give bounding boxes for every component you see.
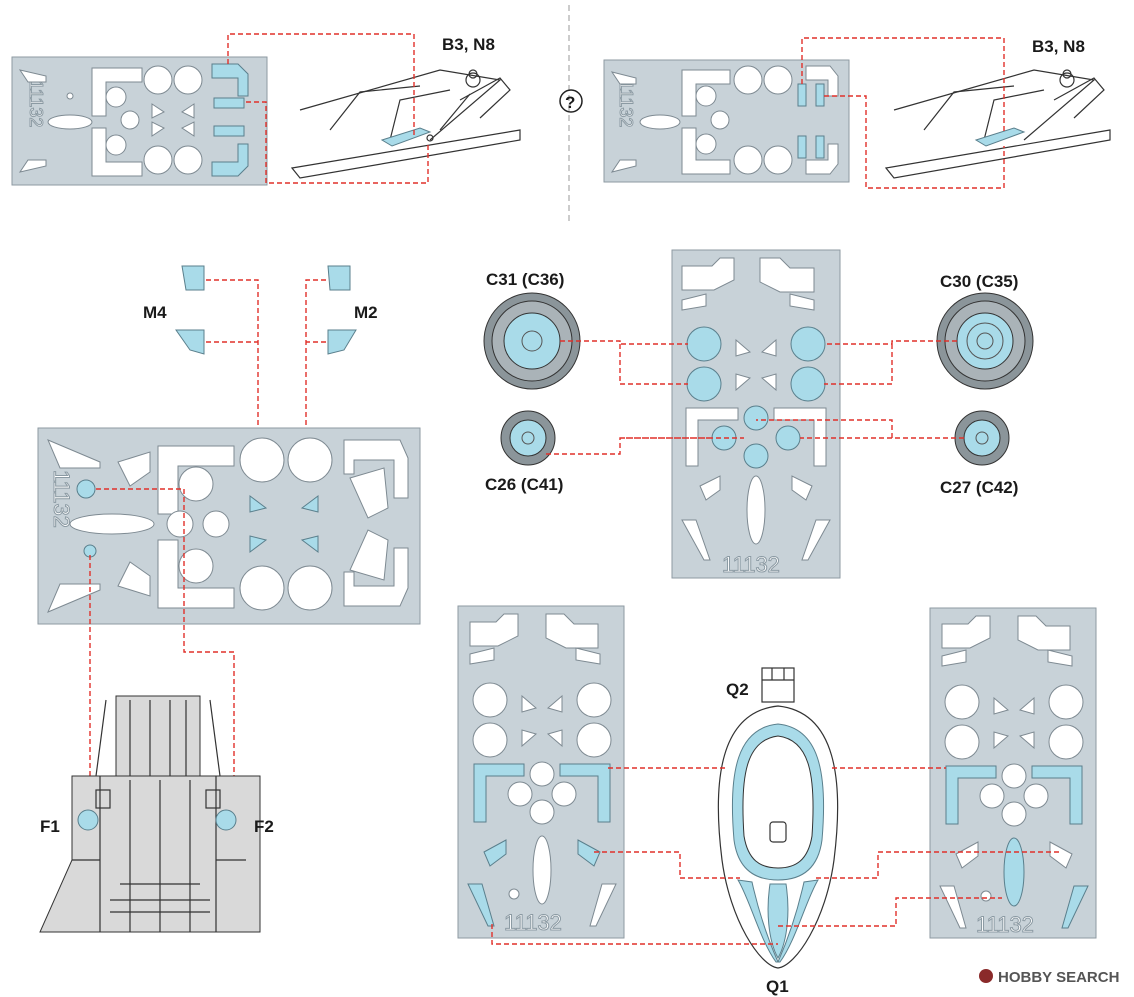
leader-m4 <box>206 279 259 522</box>
watermark: HOBBY SEARCH <box>979 969 1119 986</box>
wheel-c30 <box>936 292 1034 390</box>
label-c30: C30 (C35) <box>940 272 1018 291</box>
wheel-c27 <box>954 410 1010 466</box>
leader-top-right-2 <box>824 95 1005 189</box>
sheet-number: 11132 <box>976 912 1034 937</box>
label-c31: C31 (C36) <box>486 270 564 289</box>
leader-top-right-1 <box>801 37 1005 134</box>
sheet-number: 11132 <box>49 470 74 528</box>
leader-q-2 <box>594 851 1060 879</box>
sheet-number: 11132 <box>616 80 636 127</box>
mask-m2-upper <box>327 265 351 291</box>
label-q2: Q2 <box>726 680 749 699</box>
leader-top-left-2 <box>246 101 429 184</box>
mask-sheet-bottom-right: 11132 <box>929 607 1097 939</box>
label-c26: C26 (C41) <box>485 475 563 494</box>
mask-m4-upper <box>181 265 205 291</box>
label-f2: F2 <box>254 817 274 836</box>
question-circle <box>559 89 583 113</box>
leader-top-left-1 <box>227 33 415 138</box>
sheet-number: 11132 <box>26 80 46 127</box>
label-f1: F1 <box>40 817 60 836</box>
leader-m2 <box>305 279 326 522</box>
mask-m2-lower <box>327 329 357 355</box>
mask-sheet-top-right: 11132 <box>603 59 850 183</box>
label-m4: M4 <box>143 303 167 322</box>
mask-sheet-middle-right: 11132 <box>671 249 841 579</box>
mask-sheet-bottom-left: 11132 <box>457 605 625 939</box>
canopy-drawing <box>717 667 839 969</box>
mask-sheet-top-left: 11132 <box>11 56 268 186</box>
watermark-brand: HOBBY SEARCH <box>998 969 1119 986</box>
leader-c26 <box>546 437 744 455</box>
label-b3n8-right: B3, N8 <box>1032 37 1085 56</box>
fuselage-rear-drawing <box>39 695 261 933</box>
question-mark: ? <box>565 93 575 112</box>
label-b3n8-left: B3, N8 <box>442 35 495 54</box>
label-c27: C27 (C42) <box>940 478 1018 497</box>
label-m2: M2 <box>354 303 378 322</box>
wheel-c26 <box>500 410 556 466</box>
leader-c27 <box>756 419 964 439</box>
sheet-number: 11132 <box>722 552 780 577</box>
wing-drawing-left <box>290 69 521 179</box>
wheel-c31 <box>483 292 581 390</box>
mask-sheet-middle-left: 11132 <box>37 427 421 625</box>
leader-f2 <box>96 488 235 812</box>
sheet-number: 11132 <box>504 910 562 935</box>
wing-drawing-right <box>884 69 1111 179</box>
mask-m4-lower <box>175 329 205 355</box>
leader-c31 <box>560 340 688 385</box>
leader-q-3 <box>491 897 1002 945</box>
label-q1: Q1 <box>766 977 789 996</box>
leader-c30 <box>824 340 957 385</box>
